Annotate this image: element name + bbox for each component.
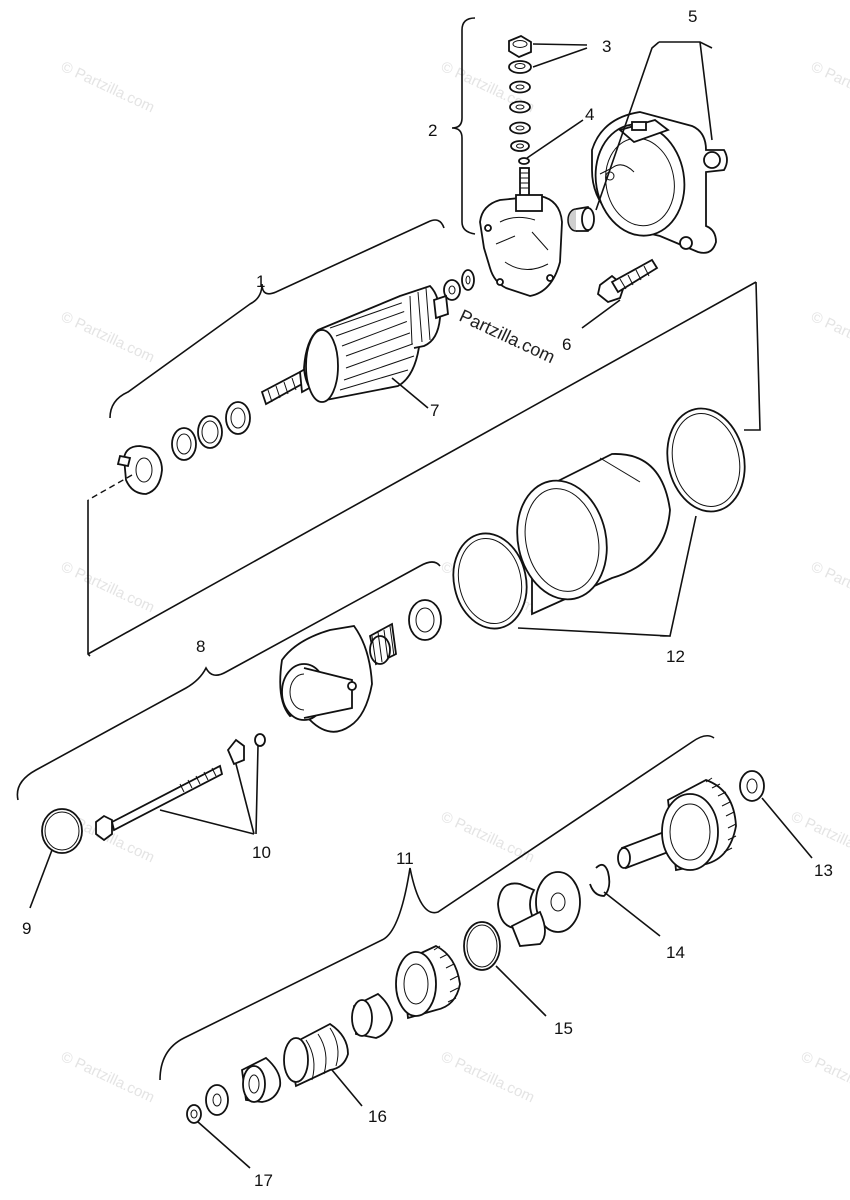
thrust-washer	[535, 871, 581, 933]
leader-5	[595, 41, 713, 211]
through-bolt	[95, 764, 224, 842]
overrunning-clutch	[395, 944, 461, 1020]
callout-17: 17	[254, 1171, 273, 1190]
yoke-outline-diagonal	[87, 281, 757, 655]
leader-12	[517, 515, 697, 637]
callout-2: 2	[428, 121, 437, 140]
leader-9	[29, 849, 53, 909]
watermark: © Partzilla.com	[808, 58, 850, 116]
leader-3	[532, 43, 588, 68]
snap-ring-14	[589, 863, 611, 897]
watermark-main: Partzilla.com	[456, 305, 558, 367]
leader-15	[495, 965, 547, 1017]
front-bracket	[279, 625, 373, 733]
cover-bushing	[567, 206, 595, 232]
callout-8: 8	[196, 637, 205, 656]
watermark: © Partzilla.com	[788, 808, 850, 866]
callout-12: 12	[666, 647, 685, 666]
o-ring-front	[452, 532, 528, 630]
o-ring-15	[463, 921, 501, 971]
stopper-washer	[205, 1084, 229, 1116]
watermark: © Partzilla.com	[808, 558, 850, 616]
callout-14: 14	[666, 943, 685, 962]
leader-14	[603, 891, 661, 937]
rear-end-cover	[591, 111, 728, 254]
spring-16	[283, 1022, 349, 1088]
watermark: © Partzilla.com	[58, 558, 157, 616]
callout-11: 11	[396, 849, 414, 868]
dash-line	[87, 474, 133, 501]
callout-7: 7	[430, 401, 439, 420]
callout-1: 1	[256, 272, 265, 291]
watermark: © Partzilla.com	[438, 808, 537, 866]
bracket-2	[451, 17, 476, 235]
callout-3: 3	[602, 37, 611, 56]
watermark: © Partzilla.com	[58, 1048, 157, 1106]
watermark: © Partzilla.com	[798, 1048, 850, 1106]
armature	[260, 284, 449, 406]
front-bearing	[408, 599, 442, 641]
brush-plate	[479, 194, 563, 297]
watermark: © Partzilla.com	[58, 308, 157, 366]
bracket-8	[16, 561, 441, 801]
callout-10: 10	[252, 843, 271, 862]
terminal-nut-stack	[508, 34, 532, 197]
leader-16	[331, 1069, 363, 1107]
callout-9: 9	[22, 919, 31, 938]
watermark: © Partzilla.com	[438, 1048, 537, 1106]
leader-17	[197, 1121, 251, 1169]
watermark: © Partzilla.com	[58, 58, 157, 116]
bracket-11	[159, 734, 715, 1081]
bracket-washers	[226, 733, 266, 766]
needle-bearing	[368, 622, 397, 666]
spacer-sleeve	[351, 992, 393, 1039]
watermark: © Partzilla.com	[808, 308, 850, 366]
leader-4	[526, 119, 584, 159]
washer-13	[739, 770, 765, 802]
leader-13	[761, 797, 813, 859]
o-ring-rear	[666, 407, 746, 513]
armature-washers-top	[443, 269, 475, 301]
callout-15: 15	[554, 1019, 573, 1038]
callout-13: 13	[814, 861, 833, 880]
snap-ring-9	[41, 808, 83, 854]
circlip-17	[186, 1104, 202, 1124]
yoke-housing	[516, 453, 671, 616]
callout-6: 6	[562, 335, 571, 354]
leader-6	[581, 299, 621, 329]
collar	[241, 1056, 282, 1103]
brush-retainer-plate	[116, 445, 163, 495]
leader-7	[391, 377, 429, 409]
through-screw	[596, 258, 659, 304]
callout-16: 16	[368, 1107, 387, 1126]
armature-washers-left	[171, 401, 251, 461]
callout-5: 5	[688, 7, 697, 26]
clutch-rollers	[497, 882, 546, 947]
pinion-gear-shaft	[617, 777, 737, 872]
leader-10	[159, 745, 259, 835]
callout-4: 4	[585, 105, 594, 124]
bracket-1	[109, 219, 445, 419]
